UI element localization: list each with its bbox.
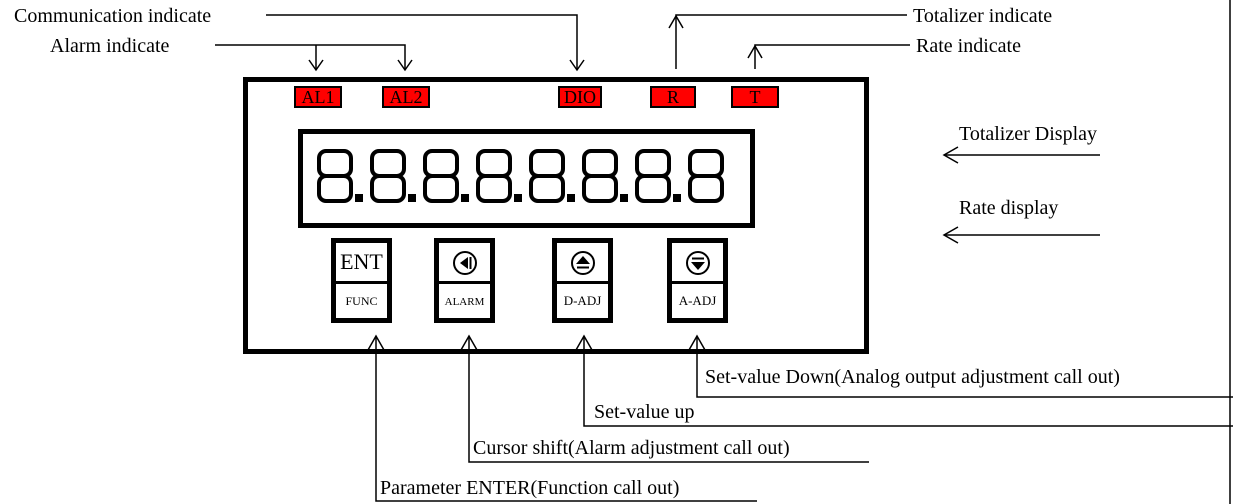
alarm-callout-line bbox=[215, 44, 406, 69]
down-triangle-icon bbox=[685, 251, 710, 275]
alarm-arrow-al2 bbox=[397, 59, 413, 72]
communication-indicate-label: Communication indicate bbox=[14, 5, 212, 27]
up-key-top[interactable] bbox=[557, 243, 608, 284]
totalizer-indicate-label: Totalizer indicate bbox=[913, 5, 1053, 27]
decimal-point bbox=[461, 194, 469, 202]
up-callout-arrow bbox=[575, 334, 593, 351]
segment-digit bbox=[317, 149, 363, 203]
meter-front-panel bbox=[243, 77, 869, 354]
set-value-up-label: Set-value up bbox=[594, 401, 695, 423]
func-key-bottom[interactable]: FUNC bbox=[336, 284, 387, 318]
decimal-point bbox=[514, 194, 522, 202]
totalizer-arrow bbox=[668, 14, 684, 29]
up-dadj-key[interactable]: D-ADJ bbox=[552, 238, 613, 323]
totalizer-display-arrowhead bbox=[942, 146, 959, 164]
segment-digit bbox=[529, 149, 575, 203]
ent-key-top[interactable]: ENT bbox=[336, 243, 387, 284]
segment-digit bbox=[370, 149, 416, 203]
up-callout-line bbox=[583, 336, 1233, 427]
alarm-arrow-al1 bbox=[308, 59, 324, 72]
communication-callout-line bbox=[266, 14, 578, 69]
led-r: R bbox=[650, 86, 696, 108]
alarm-indicate-label: Alarm indicate bbox=[50, 35, 170, 57]
rate-callout-line bbox=[754, 44, 910, 69]
dadj-key-bottom[interactable]: D-ADJ bbox=[557, 284, 608, 318]
segment-digit bbox=[688, 149, 724, 203]
rate-arrow bbox=[747, 44, 763, 59]
cursor-callout-line bbox=[468, 336, 869, 463]
aadj-key-label: A-ADJ bbox=[678, 293, 717, 308]
led-t: T bbox=[731, 86, 779, 108]
decimal-point bbox=[673, 194, 681, 202]
cursor-callout-arrow bbox=[460, 334, 478, 351]
set-value-down-label: Set-value Down(Analog output adjustment … bbox=[705, 366, 1120, 388]
left-triangle-icon bbox=[452, 251, 477, 275]
up-triangle-icon bbox=[570, 251, 595, 275]
segment-digit bbox=[476, 149, 522, 203]
totalizer-display-label: Totalizer Display bbox=[959, 123, 1097, 145]
down-key-top[interactable] bbox=[672, 243, 723, 284]
func-key-label: FUNC bbox=[345, 294, 378, 308]
enter-callout-arrow bbox=[367, 334, 385, 351]
segment-digit bbox=[582, 149, 628, 203]
ent-key-label: ENT bbox=[340, 249, 383, 274]
aadj-key-bottom[interactable]: A-ADJ bbox=[672, 284, 723, 318]
cursor-alarm-key[interactable]: ALARM bbox=[434, 238, 495, 323]
led-al2: AL2 bbox=[382, 86, 430, 108]
segment-digit bbox=[423, 149, 469, 203]
digit-row bbox=[317, 149, 724, 203]
led-al1-label: AL1 bbox=[301, 87, 335, 107]
alarm-key-bottom[interactable]: ALARM bbox=[439, 284, 490, 318]
led-t-label: T bbox=[749, 87, 761, 107]
down-callout-line bbox=[696, 336, 1233, 398]
segment-digit bbox=[635, 149, 681, 203]
cursor-shift-label: Cursor shift(Alarm adjustment call out) bbox=[473, 437, 790, 459]
dadj-key-label: D-ADJ bbox=[563, 293, 602, 308]
down-aadj-key[interactable]: A-ADJ bbox=[667, 238, 728, 323]
rate-display-label: Rate display bbox=[959, 197, 1059, 219]
decimal-point bbox=[355, 194, 363, 202]
led-al1: AL1 bbox=[294, 86, 342, 108]
led-al2-label: AL2 bbox=[389, 87, 423, 107]
totalizer-callout-line bbox=[675, 14, 907, 69]
alarm-key-label: ALARM bbox=[444, 296, 485, 308]
enter-callout-line bbox=[375, 336, 757, 502]
decimal-point bbox=[408, 194, 416, 202]
led-dio: DIO bbox=[558, 86, 602, 108]
led-dio-label: DIO bbox=[564, 87, 596, 107]
down-callout-arrow bbox=[688, 334, 706, 351]
seven-segment-display bbox=[298, 129, 755, 228]
parameter-enter-label: Parameter ENTER(Function call out) bbox=[380, 477, 680, 499]
rate-indicate-label: Rate indicate bbox=[916, 35, 1021, 57]
communication-arrow bbox=[569, 59, 585, 72]
decimal-point bbox=[567, 194, 575, 202]
rate-display-arrowhead bbox=[942, 226, 959, 244]
led-r-label: R bbox=[666, 87, 679, 107]
cursor-key-top[interactable] bbox=[439, 243, 490, 284]
decimal-point bbox=[620, 194, 628, 202]
ent-func-key[interactable]: ENT FUNC bbox=[331, 238, 392, 323]
